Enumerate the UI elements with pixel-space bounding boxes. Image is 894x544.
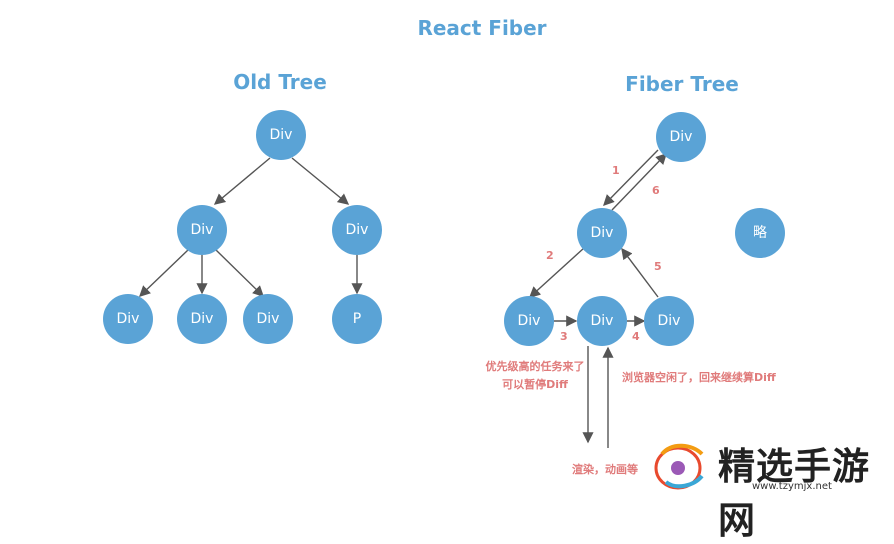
old-tree-title: Old Tree xyxy=(233,70,327,94)
fiber-tree-title: Fiber Tree xyxy=(625,72,739,96)
resume-note: 浏览器空闲了，回来继续算Diff xyxy=(622,371,776,384)
step-2: 2 xyxy=(546,249,554,262)
fiber-node-mid: Div xyxy=(577,208,627,258)
render-note: 渲染，动画等 xyxy=(572,463,638,476)
pause-note-line-2: 可以暂停Diff xyxy=(502,378,568,391)
watermark-url: www.tzymjx.net xyxy=(752,481,832,492)
fiber-edge-2 xyxy=(528,247,585,298)
fiber-edge-5 xyxy=(621,247,659,298)
old-node-left: Div xyxy=(177,205,227,255)
fiber-node-root: Div xyxy=(656,112,706,162)
old-edge-l-3 xyxy=(215,249,265,297)
old-edge-l-1 xyxy=(138,249,189,297)
old-node-p: P xyxy=(332,294,382,344)
main-title: React Fiber xyxy=(417,16,547,40)
step-6: 6 xyxy=(652,184,660,197)
old-edge-root-left xyxy=(213,157,271,205)
fiber-node-leaf-3: Div xyxy=(644,296,694,346)
old-node-right: Div xyxy=(332,205,382,255)
old-node-leaf-3: Div xyxy=(243,294,293,344)
step-3: 3 xyxy=(560,330,568,343)
step-4: 4 xyxy=(632,330,640,343)
fiber-edge-1 xyxy=(603,149,659,206)
fiber-edge-6 xyxy=(611,152,667,211)
fiber-node-leaf-2: Div xyxy=(577,296,627,346)
old-node-leaf-2: Div xyxy=(177,294,227,344)
step-1: 1 xyxy=(612,164,620,177)
old-node-root: Div xyxy=(256,110,306,160)
tree-edges xyxy=(138,149,667,448)
pause-note: 优先级高的任务来了 可以暂停Diff xyxy=(470,358,600,394)
step-5: 5 xyxy=(654,260,662,273)
fiber-node-leaf-1: Div xyxy=(504,296,554,346)
pause-note-line-1: 优先级高的任务来了 xyxy=(485,360,585,373)
old-node-leaf-1: Div xyxy=(103,294,153,344)
watermark-logo-icon xyxy=(654,443,704,490)
fiber-node-omitted: 略 xyxy=(735,208,785,258)
old-edge-root-right xyxy=(291,157,350,205)
